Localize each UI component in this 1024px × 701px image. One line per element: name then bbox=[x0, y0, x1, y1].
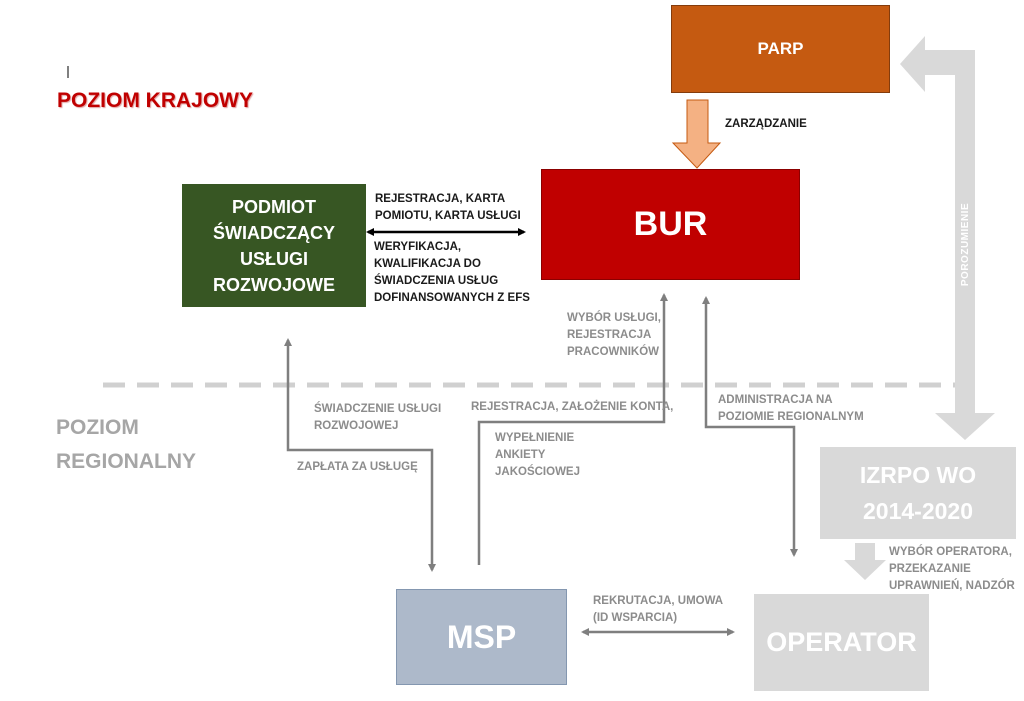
bur-box: BUR bbox=[541, 169, 800, 280]
izrpo-label-line1: IZRPO WO bbox=[859, 462, 977, 488]
bur-operator-arrow bbox=[702, 296, 798, 557]
regional-level-title-line2: REGIONALNY bbox=[56, 450, 197, 473]
rejestracja-karta-label: REJESTRACJA, KARTA POMIOTU, KARTA USŁUGI bbox=[375, 193, 521, 222]
parp-label: PARP bbox=[757, 39, 804, 58]
provider-label-line2: ŚWIADCZĄCY bbox=[213, 222, 335, 243]
weryfikacja-label: WERYFIKACJA, KWALIFIKACJA DO ŚWIADCZENIA… bbox=[374, 241, 530, 304]
national-level-title: POZIOM KRAJOWY bbox=[57, 89, 254, 112]
provider-label-line4: ROZWOJOWE bbox=[213, 274, 335, 295]
porozumienie-label: POROZUMIENIE bbox=[960, 202, 972, 287]
rejestracja-konta-label: REJESTRACJA, ZAŁOŻENIE KONTA, bbox=[471, 401, 674, 413]
administracja-label: ADMINISTRACJA NA POZIOMIE REGIONALNYM bbox=[718, 394, 864, 423]
zarzadzanie-label: ZARZĄDZANIE bbox=[725, 118, 807, 130]
provider-label-line1: PODMIOT bbox=[232, 196, 316, 217]
wybor-uslugi-label: WYBÓR USŁUGI, REJESTRACJA PRACOWNIKÓW bbox=[567, 312, 661, 358]
zarzadzanie-arrow bbox=[671, 99, 722, 169]
regional-level-title-line1: POZIOM bbox=[56, 416, 139, 439]
operator-label: OPERATOR bbox=[766, 627, 917, 657]
swiadczenie-label: ŚWIADCZENIE USŁUGI ROZWOJOWEJ bbox=[314, 403, 442, 432]
bur-label: BUR bbox=[633, 205, 708, 243]
izrpo-operator-arrow bbox=[844, 543, 886, 580]
provider-box: PODMIOT ŚWIADCZĄCY USŁUGI ROZWOJOWE bbox=[182, 184, 366, 307]
msp-provider-arrow bbox=[284, 338, 436, 572]
izrpo-box: IZRPO WO 2014-2020 bbox=[820, 447, 1016, 539]
wypelnienie-label: WYPEŁNIENIE ANKIETY JAKOŚCIOWEJ bbox=[495, 432, 580, 478]
izrpo-label-line2: 2014-2020 bbox=[863, 498, 973, 524]
parp-box: PARP bbox=[671, 5, 890, 93]
rekrutacja-label: REKRUTACJA, UMOWA (ID WSPARCIA) bbox=[593, 595, 724, 624]
msp-bur-arrow bbox=[477, 293, 668, 565]
wybor-operatora-label: WYBÓR OPERATORA, PRZEKAZANIE UPRAWNIEŃ, … bbox=[889, 546, 1015, 592]
msp-label: MSP bbox=[446, 618, 517, 655]
provider-label-line3: USŁUGI bbox=[239, 248, 308, 269]
msp-box: MSP bbox=[396, 589, 567, 685]
zaplata-label: ZAPŁATA ZA USŁUGĘ bbox=[297, 461, 418, 473]
operator-box: OPERATOR bbox=[754, 594, 929, 691]
porozumienie-arrow bbox=[900, 36, 995, 440]
